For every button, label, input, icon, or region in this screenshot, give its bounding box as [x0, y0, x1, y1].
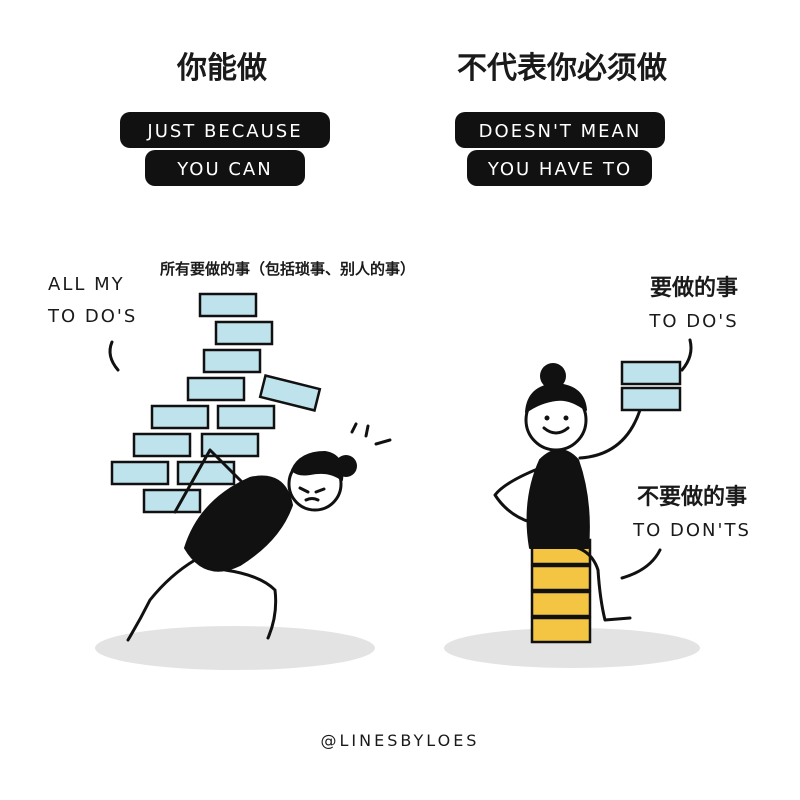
todo-brick — [620, 386, 682, 412]
todo-brick-falling — [258, 374, 322, 412]
figure-right-hair — [525, 383, 587, 413]
pill-right-line-2: YOU HAVE TO — [487, 159, 632, 180]
figure-right-smile — [542, 426, 570, 435]
todo-brick — [110, 460, 170, 486]
left-ground-shadow — [95, 626, 375, 670]
left-label-en-1: ALL MY — [48, 274, 125, 295]
todo-brick — [202, 348, 262, 374]
left-label-en-2: TO DO'S — [47, 306, 137, 327]
right-dont-pointer — [620, 548, 662, 580]
figure-left-arm — [173, 448, 252, 514]
left-pointer-line — [108, 340, 120, 372]
pill-left-line-2: YOU CAN — [176, 159, 272, 180]
figure-bent-over — [126, 422, 392, 642]
left-label-cn: 所有要做的事（包括琐事、别人的事） — [160, 260, 415, 278]
todo-brick — [214, 320, 274, 346]
todo-brick — [620, 360, 682, 386]
right-dont-en: TO DON'TS — [632, 520, 751, 541]
right-dont-cn: 不要做的事 — [637, 484, 747, 510]
pill-left: JUST BECAUSE YOU CAN — [120, 112, 330, 186]
todo-brick — [216, 404, 276, 430]
pill-right-bg-1 — [455, 112, 665, 148]
right-todo-pointer — [680, 338, 693, 372]
right-todo-cn: 要做的事 — [650, 275, 738, 301]
figure-right-eye — [563, 415, 569, 421]
figure-left-leg-front — [223, 568, 278, 640]
figure-left-bun — [335, 455, 357, 477]
right-ground-shadow — [444, 628, 700, 668]
figure-right-body — [526, 449, 590, 549]
todo-brick — [198, 292, 258, 318]
held-brick-stack — [620, 360, 682, 412]
right-todo-en: TO DO'S — [648, 311, 738, 332]
pill-left-bg-1 — [120, 112, 330, 148]
dont-brick — [530, 590, 592, 618]
pill-right-line-1: DOESN'T MEAN — [479, 121, 642, 142]
dont-brick — [530, 616, 592, 644]
dont-brick — [530, 564, 592, 592]
stress-marks — [350, 422, 392, 446]
pill-left-line-1: JUST BECAUSE — [146, 121, 302, 142]
left-brick-stack — [110, 292, 322, 514]
figure-left-frown-eyes — [298, 486, 326, 494]
artist-credit: @LINESBYLOES — [321, 731, 480, 750]
todo-brick — [186, 376, 246, 402]
heading-left-cn: 你能做 — [176, 51, 267, 86]
dont-brick-stack — [530, 538, 592, 644]
todo-brick — [142, 488, 202, 514]
figure-left-hair — [291, 451, 344, 481]
figure-right-arm-raised — [578, 408, 642, 460]
figure-left-leg-back — [126, 558, 197, 642]
todo-brick — [132, 432, 192, 458]
figure-right-eye — [544, 415, 550, 421]
figure-left-mouth — [304, 497, 320, 502]
todo-brick — [200, 432, 260, 458]
figure-sitting — [493, 363, 642, 622]
pill-right: DOESN'T MEAN YOU HAVE TO — [455, 112, 665, 186]
heading-right-cn: 不代表你必须做 — [457, 51, 667, 86]
pill-right-bg-2 — [467, 150, 652, 186]
todo-brick — [150, 404, 210, 430]
pill-left-bg-2 — [145, 150, 305, 186]
figure-right-bun — [540, 363, 566, 389]
figure-right-arm-hip — [493, 466, 542, 524]
